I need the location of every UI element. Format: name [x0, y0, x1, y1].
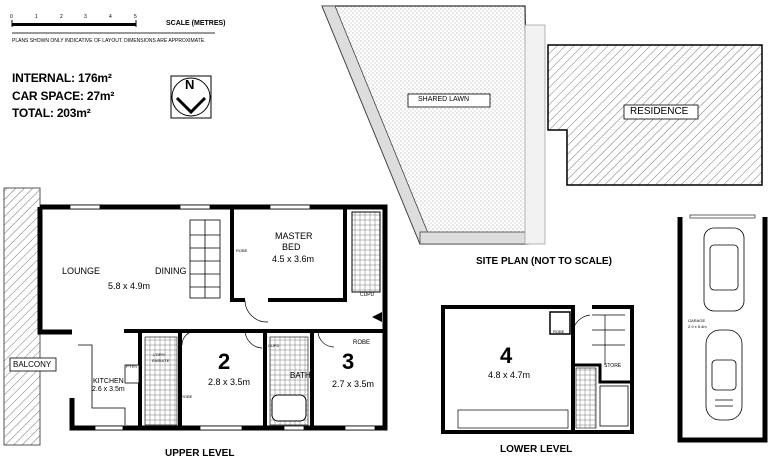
north-arrow-icon: [170, 75, 212, 119]
path-strip: [524, 24, 546, 245]
scale-bar: [11, 20, 215, 34]
shared-lawn-label: SHARED LAWN: [418, 96, 470, 103]
bath-label: BATH: [290, 371, 311, 380]
scale-tick-label: 4: [109, 14, 112, 20]
master-robe-label: ROBE: [236, 248, 248, 253]
entry-cupboard-label: CUPD: [360, 292, 375, 298]
scale-label: SCALE (METRES): [166, 20, 226, 27]
internal-area: INTERNAL: 176m²: [12, 71, 112, 85]
site-plan-caption: SITE PLAN (NOT TO SCALE): [476, 256, 612, 267]
bed2-robe-label: ROBE: [181, 394, 193, 399]
master-bed-label: MASTER: [275, 231, 313, 241]
scale-tick-label: 5: [134, 14, 137, 20]
master-bed-dimensions: 4.5 x 3.6m: [272, 254, 315, 264]
living-dimensions: 5.8 x 4.9m: [108, 281, 151, 291]
bedroom-4-number: 4: [500, 343, 513, 368]
lower-level-caption: LOWER LEVEL: [500, 444, 573, 455]
upper-level-caption: UPPER LEVEL: [165, 448, 235, 459]
lower-level-plan: [441, 305, 634, 434]
cupboard-label: CUPD: [268, 343, 280, 348]
garage-dimensions: 2.9 x 5.4m: [688, 324, 707, 329]
scale-tick-label: 3: [84, 14, 87, 20]
kitchen-label: KITCHEN: [93, 378, 124, 385]
disclaimer: PLANS SHOWN ONLY INDICATIVE OF LAYOUT. D…: [12, 38, 206, 44]
bedroom-3-dimensions: 2.7 x 3.5m: [332, 379, 375, 389]
bedroom-2-dimensions: 2.8 x 3.5m: [208, 377, 251, 387]
car-icon: [705, 329, 743, 421]
dining-label: DINING: [155, 266, 187, 276]
bedroom-4-dimensions: 4.8 x 4.7m: [488, 370, 531, 380]
scale-tick-label: 1: [35, 14, 38, 20]
garage-label: GARAGE: [688, 318, 706, 323]
scale-tick-label: 0: [10, 14, 13, 20]
store-label: STORE: [604, 363, 622, 369]
ensuite-label: ENSUITE: [152, 358, 170, 363]
lower-robe-label: ROBE: [553, 329, 565, 334]
kitchen-dimensions: 2.6 x 3.5m: [92, 386, 125, 393]
garage-plan: [677, 214, 768, 443]
car-icon: [703, 227, 745, 312]
upper-level-plan: [3, 187, 388, 446]
laundry-label: L'DRY/: [153, 352, 166, 357]
north-label: N: [185, 77, 195, 92]
bedroom-3-robe-label: ROBE: [353, 340, 371, 346]
balcony-label: BALCONY: [13, 360, 52, 369]
entry-arrow-icon: [372, 312, 382, 322]
lounge-label: LOUNGE: [62, 266, 101, 276]
garden-bed-bottom: [419, 231, 529, 245]
master-bed-label-2: BED: [282, 242, 301, 252]
car-space-area: CAR SPACE: 27m²: [12, 89, 115, 103]
bedroom-2-number: 2: [218, 349, 231, 374]
bedroom-3-number: 3: [342, 349, 355, 374]
site-plan: [321, 5, 763, 245]
total-area: TOTAL: 203m²: [12, 106, 91, 120]
scale-tick-label: 2: [60, 14, 63, 20]
pantry-label: P'TRY: [126, 364, 138, 369]
residence-label: RESIDENCE: [630, 106, 689, 117]
